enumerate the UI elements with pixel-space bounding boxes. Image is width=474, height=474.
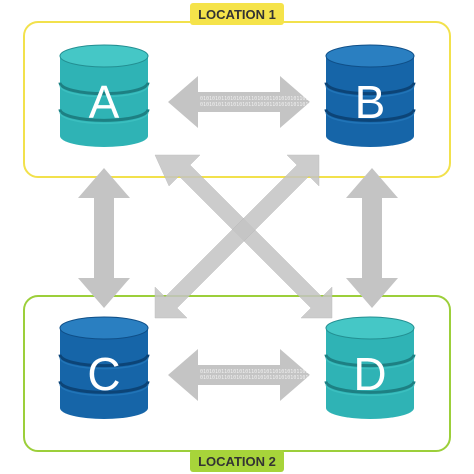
location-2-tag: LOCATION 2 [190, 450, 284, 472]
location-1-label: LOCATION 1 [198, 7, 276, 22]
database-band-highlight [325, 384, 415, 397]
database-body [326, 56, 414, 147]
binary-texture-ab: 0101010110101010110101011010101011010101 [200, 96, 320, 102]
database-d-icon: D [324, 316, 416, 419]
database-band [58, 381, 150, 394]
arrow-a-b-icon [168, 76, 310, 128]
database-top [325, 316, 415, 340]
binary-texture-cd-2: 0101010110101010110101011010101011010101 [200, 375, 320, 381]
database-band [58, 109, 150, 122]
database-band [324, 109, 416, 122]
database-c-icon: C [58, 316, 150, 419]
arrow-b-c-icon [154, 154, 320, 319]
location-2-label: LOCATION 2 [198, 454, 276, 469]
database-a-icon: A [58, 44, 150, 147]
binary-texture-ab-2: 0101010110101010110101011010101011010101 [200, 102, 320, 108]
binary-texture-cd: 0101010110101010110101011010101011010101 [200, 369, 320, 375]
database-band [58, 82, 150, 96]
database-band [58, 354, 150, 368]
database-d-letter: D [353, 348, 386, 400]
database-band [324, 381, 416, 394]
database-b-letter: B [355, 76, 386, 128]
database-body [60, 56, 148, 147]
database-band-highlight [59, 112, 149, 125]
database-c-letter: C [87, 348, 120, 400]
database-band [324, 82, 416, 96]
database-band-highlight [59, 85, 149, 98]
location-1-tag: LOCATION 1 [190, 3, 284, 25]
database-top [59, 316, 149, 340]
database-band-highlight [59, 384, 149, 397]
database-body [60, 328, 148, 419]
database-band-highlight [325, 85, 415, 98]
database-band [324, 354, 416, 368]
database-top [325, 44, 415, 68]
database-b-icon: B [324, 44, 416, 147]
database-top [59, 44, 149, 68]
database-a-letter: A [89, 76, 120, 128]
database-band-highlight [59, 357, 149, 370]
arrow-b-d-icon [346, 168, 398, 308]
arrow-c-d-icon [168, 349, 310, 401]
database-band-highlight [325, 112, 415, 125]
arrow-a-c-icon [78, 168, 130, 308]
database-band-highlight [325, 357, 415, 370]
database-body [326, 328, 414, 419]
